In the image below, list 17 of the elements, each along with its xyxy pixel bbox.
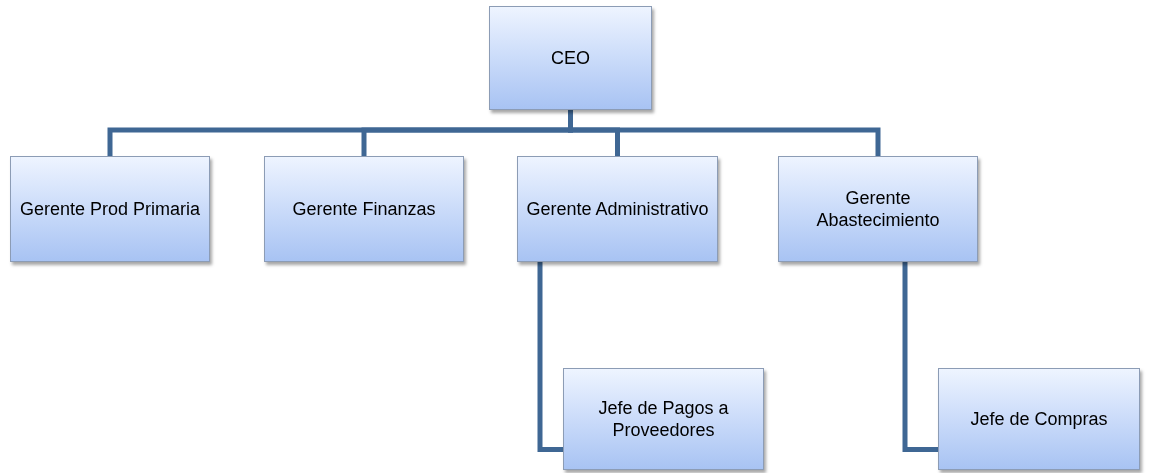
org-box [778, 156, 978, 262]
node-label: Gerente Abastecimiento [815, 187, 941, 231]
connector-line [902, 262, 938, 453]
org-box [517, 156, 718, 262]
node-label: Gerente Finanzas [292, 198, 436, 220]
org-box [489, 6, 652, 110]
org-box [938, 368, 1140, 470]
org-box [10, 156, 210, 262]
node-label: Jefe de Pagos a Proveedores [597, 397, 730, 441]
node-label: Gerente Administrativo [526, 198, 709, 220]
connector-line [568, 110, 881, 156]
org-box [264, 156, 464, 262]
org-box [563, 368, 764, 470]
connector-line [537, 262, 563, 453]
node-label: Jefe de Compras [970, 408, 1108, 430]
node-label: Gerente Prod Primaria [19, 198, 201, 220]
node-label: CEO [551, 47, 590, 69]
